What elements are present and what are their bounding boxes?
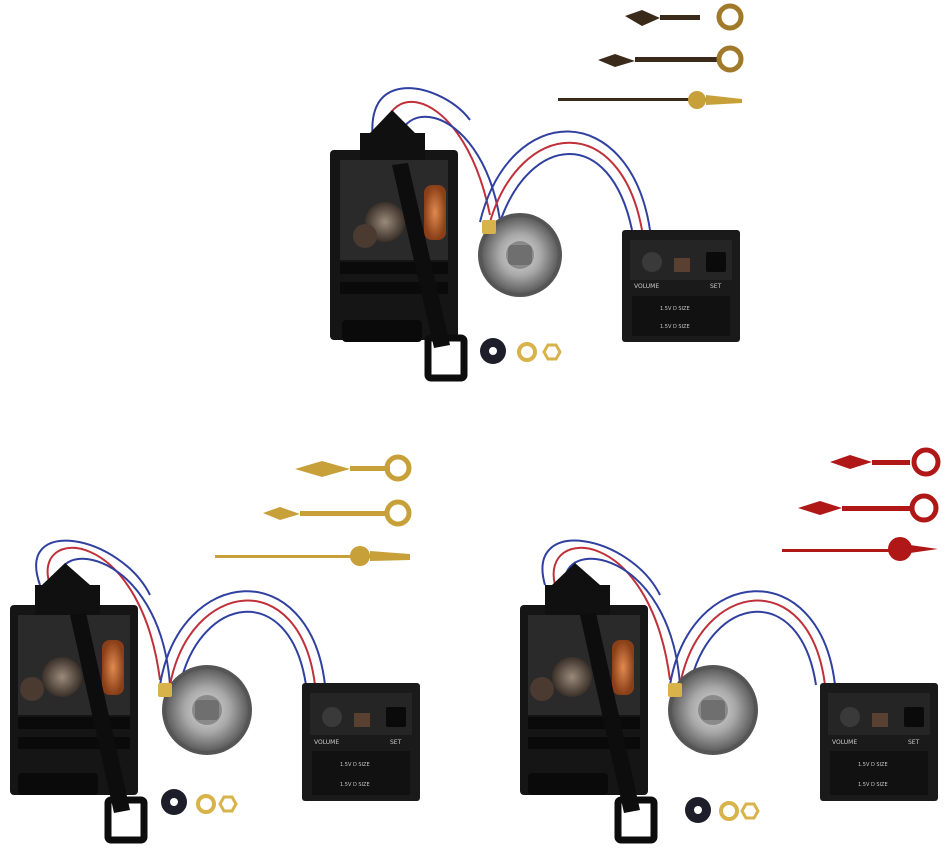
hands-set	[215, 454, 412, 566]
minute-hand	[598, 45, 744, 73]
hour-hand	[830, 447, 941, 477]
control-box: VOLUME SET 1.5V D SIZE 1.5V D SIZE	[622, 230, 740, 342]
hour-hand	[625, 3, 744, 31]
label-set: SET	[908, 739, 920, 746]
speaker	[478, 213, 562, 297]
minute-hand	[798, 493, 939, 523]
hour-hand	[295, 454, 412, 482]
hands-set	[782, 447, 941, 561]
clock-kit-top: VOLUME SET 1.5V D SIZE 1.5V D SIZE	[330, 3, 744, 382]
washers	[480, 338, 562, 364]
label-volume: VOLUME	[832, 739, 857, 746]
label-volume: VOLUME	[634, 283, 659, 290]
second-hand	[215, 546, 410, 566]
speaker	[668, 665, 758, 755]
pendulum-arm	[70, 613, 148, 844]
battery-label-top: 1.5V D SIZE	[340, 762, 370, 768]
wires	[541, 539, 836, 686]
label-volume: VOLUME	[314, 739, 339, 746]
hands-set	[558, 3, 744, 109]
battery-label-bottom: 1.5V D SIZE	[858, 782, 888, 788]
speaker	[158, 665, 252, 755]
battery-label-bottom: 1.5V D SIZE	[660, 324, 690, 330]
control-box: VOLUME SET 1.5V D SIZE 1.5V D SIZE	[302, 683, 420, 801]
minute-hand	[263, 499, 412, 527]
battery-label-bottom: 1.5V D SIZE	[340, 782, 370, 788]
label-set: SET	[710, 283, 722, 290]
control-box: VOLUME SET 1.5V D SIZE 1.5V D SIZE	[820, 683, 938, 801]
clock-kit-bottom-left: VOLUME SET 1.5V D SIZE 1.5V D SIZE	[10, 454, 420, 844]
battery-label-top: 1.5V D SIZE	[858, 762, 888, 768]
pendulum-arm	[580, 613, 658, 844]
washers	[685, 797, 760, 823]
second-hand	[558, 91, 742, 109]
clock-kit-bottom-right: VOLUME SET 1.5V D SIZE 1.5V D SIZE	[520, 447, 941, 844]
label-set: SET	[390, 739, 402, 746]
pendulum-arm	[392, 163, 468, 382]
battery-label-top: 1.5V D SIZE	[660, 306, 690, 312]
washers	[161, 789, 238, 815]
second-hand	[782, 537, 938, 561]
